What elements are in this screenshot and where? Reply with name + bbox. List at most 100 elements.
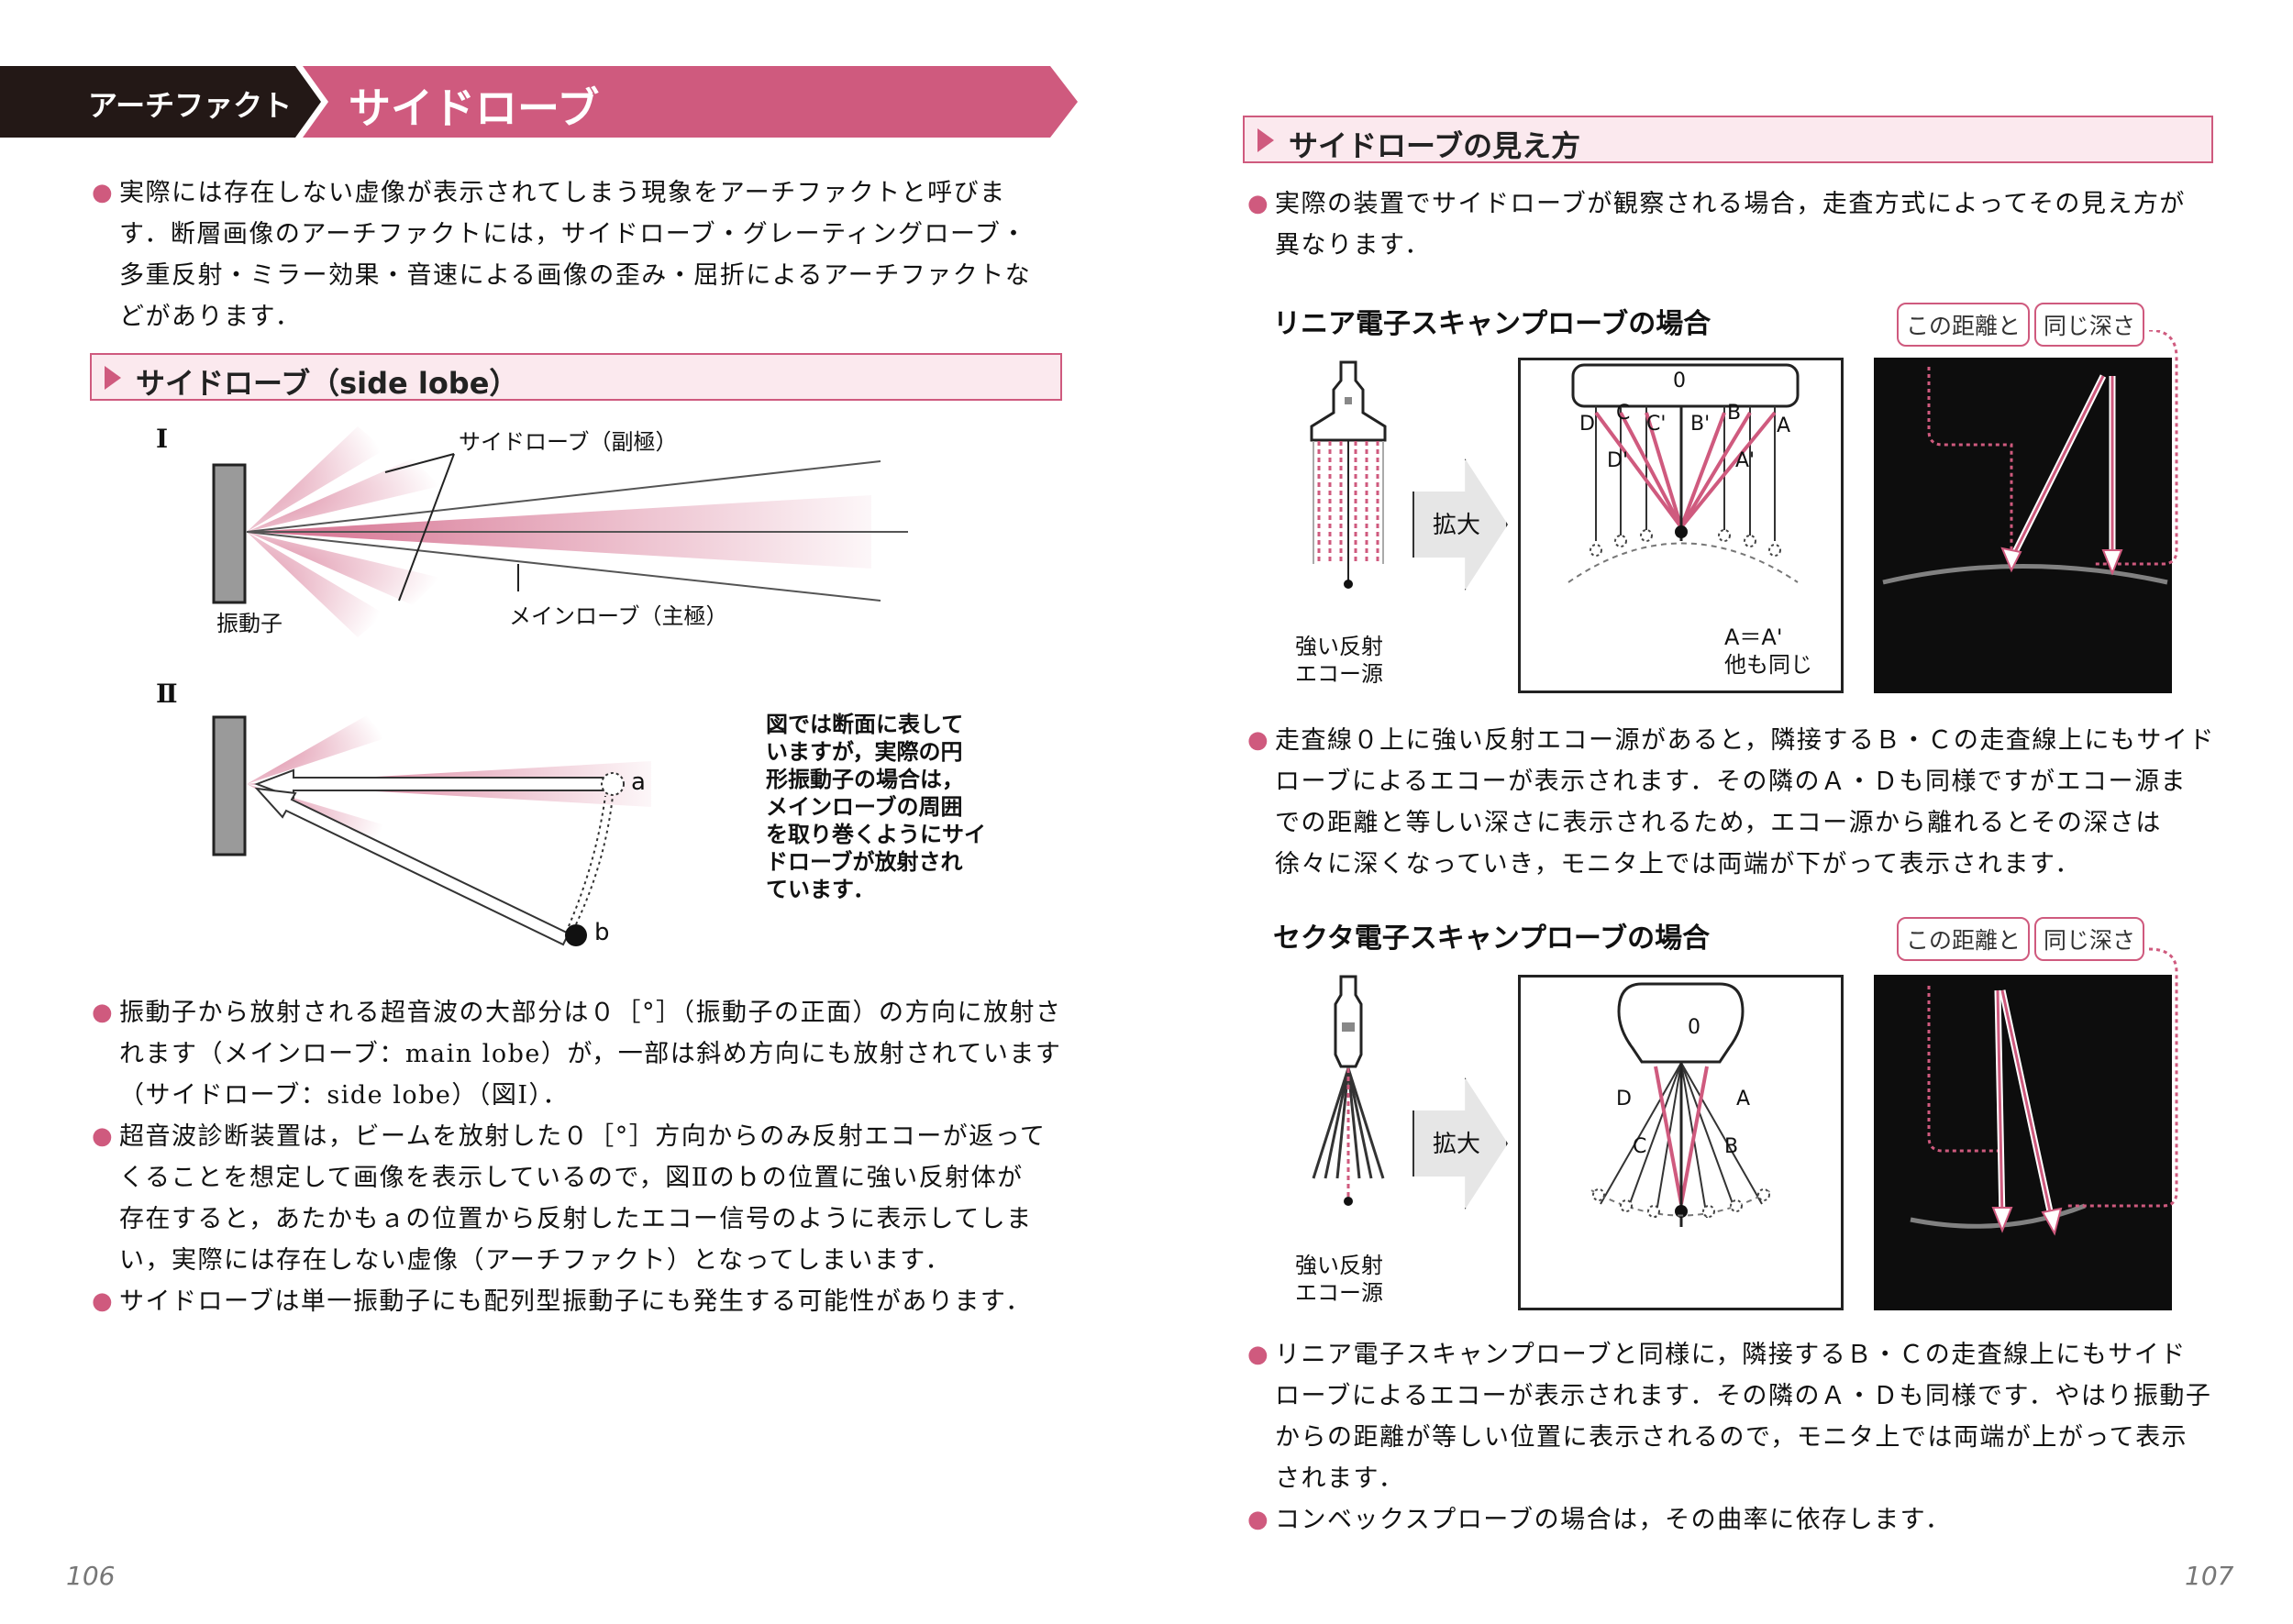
linear-zoom-diagram	[1567, 363, 1800, 583]
label-0-sector: 0	[1688, 1016, 1700, 1039]
play-triangle-icon	[1257, 128, 1274, 152]
text-line: ローブによるエコーが表示されます．その隣のＡ・Ｄも同様ですがエコー源ま	[1275, 768, 2187, 796]
sector-ultrasound-overlay	[1910, 947, 2178, 1236]
echo-arrow-b	[254, 787, 570, 946]
note-line: メインローブの周囲	[766, 794, 963, 820]
bullet-dot: ●	[92, 1287, 115, 1315]
figure-1-diagram	[212, 426, 908, 637]
text-line: くることを想定して画像を表示しているので，図Ⅱのｂの位置に強い反射体が	[119, 1164, 1024, 1192]
sector-zoom-diagram	[1590, 982, 1772, 1227]
bullet-dot: ●	[1247, 726, 1270, 754]
transducer-block	[212, 463, 247, 604]
sector-title: セクタ電子スキャンプローブの場合	[1273, 922, 1711, 955]
label-0: 0	[1673, 370, 1686, 392]
source-line: エコー源	[1295, 661, 1383, 687]
label-C: C	[1616, 402, 1631, 425]
text-line: 徐々に深くなっていき，モニタ上では両端が下がって表示されます．	[1275, 850, 2081, 878]
chapter-category-tab: アーチファクト	[0, 66, 321, 138]
note-line: 他も同じ	[1724, 652, 1812, 678]
label-C-sector: C	[1633, 1135, 1647, 1158]
label-A-sector: A	[1736, 1088, 1751, 1110]
label-a: a	[631, 768, 646, 796]
sector-ultrasound-image	[1874, 975, 2172, 1310]
text-line: 超音波診断装置は，ビームを放射した０［°］方向からのみ反射エコーが返って	[119, 1122, 1047, 1151]
label-b: b	[594, 919, 610, 946]
tag-this-distance: この距離と	[1897, 303, 2031, 347]
section-header-appearance: サイドローブの見え方	[1243, 116, 2213, 163]
chapter-category: アーチファクト	[88, 88, 293, 123]
tag-this-distance-2: この距離と	[1897, 917, 2031, 961]
main-lobe-edge-bottom	[246, 531, 881, 602]
text-line: ローブによるエコーが表示されます．その隣のＡ・Ｄも同様です．やはり振動子	[1275, 1382, 2212, 1410]
linear-title: リニア電子スキャンプローブの場合	[1273, 308, 1711, 340]
text-line: どがあります．	[119, 303, 302, 331]
text-line: からの距離が等しい位置に表示されるので，モニタ上では両端が上がって表示	[1275, 1423, 2188, 1452]
text-line: 振動子から放射される超音波の大部分は０［°］（振動子の正面）の方向に放射さ	[119, 999, 1062, 1027]
side-lobe-upper-1	[247, 458, 440, 532]
text-line: 実際には存在しない虚像が表示されてしまう現象をアーチファクトと呼びま	[119, 179, 1006, 207]
label-Dp: D'	[1607, 449, 1628, 472]
bullet-dot: ●	[1247, 1506, 1270, 1533]
linear-note: A＝A' 他も同じ	[1724, 624, 1812, 679]
bullet-dot: ●	[1247, 190, 1270, 217]
side-lobe-upper-2	[247, 426, 385, 532]
tag-same-depth-2: 同じ深さ	[2034, 917, 2145, 961]
sidelobe-label: サイドローブ（副極）	[459, 429, 678, 455]
label-B-sector: B	[1724, 1135, 1739, 1158]
sector-probe-icon	[1312, 975, 1385, 1208]
dotted-arc	[575, 795, 614, 925]
text-line: れます（メインローブ：main lobe）が，一部は斜め方向にも放射されています	[119, 1040, 1062, 1068]
sector-source-label: 強い反射 エコー源	[1295, 1252, 1383, 1307]
note-line: を取り巻くようにサイ	[766, 822, 986, 847]
transducer-label: 振動子	[216, 611, 282, 636]
section-header-sidelobe: サイドローブ（side lobe）	[90, 353, 1062, 401]
label-Ap: A'	[1735, 449, 1756, 472]
linear-source-label: 強い反射 エコー源	[1295, 633, 1383, 688]
reflector-b	[565, 924, 587, 946]
text-line: リニア電子スキャンプローブと同様に，隣接するＢ・Ｃの走査線上にもサイド	[1275, 1341, 2187, 1369]
note-line: 形振動子の場合は，	[766, 767, 964, 792]
left-bullet-2: ● 超音波診断装置は，ビームを放射した０［°］方向からのみ反射エコーが返って く…	[92, 1116, 1047, 1281]
text-line: す．断層画像のアーチファクトには，サイドローブ・グレーティングローブ・	[119, 220, 1027, 249]
text-line: 存在すると，あたかもａの位置から反射したエコー信号のように表示してしま	[119, 1205, 1033, 1233]
bullet-dot: ●	[92, 1122, 115, 1150]
sector-bullet-2: ● コンベックスプローブの場合は，その曲率に依存します．	[1247, 1499, 1952, 1541]
label-B: B	[1727, 402, 1742, 425]
label-D: D	[1579, 413, 1595, 436]
dotted-arc-2	[568, 795, 606, 927]
text-line: されます．	[1275, 1464, 1405, 1493]
text-line: 異なります．	[1275, 231, 1431, 260]
text-line: コンベックスプローブの場合は，その曲率に依存します．	[1275, 1506, 1952, 1534]
page-number-right: 107	[2185, 1561, 2234, 1591]
label-Cp: C'	[1646, 413, 1667, 436]
text-line: （サイドローブ：side lobe）（図Ⅰ）．	[119, 1081, 570, 1110]
chapter-title: サイドローブ	[349, 83, 600, 133]
label-Bp: B'	[1690, 413, 1711, 436]
linear-ultrasound-overlay	[1882, 330, 2178, 585]
right-intro: ● 実際の装置でサイドローブが観察される場合，走査方式によってその見え方が 異な…	[1247, 183, 2186, 266]
source-line: 強い反射	[1295, 1253, 1383, 1278]
sidelobe-leader-2	[398, 453, 455, 602]
sector-bullet-1: ● リニア電子スキャンプローブと同様に，隣接するＢ・Ｃの走査線上にもサイド ロー…	[1247, 1334, 2212, 1499]
text-line: 走査線０上に強い反射エコー源があると，隣接するＢ・Ｃの走査線上にもサイド	[1275, 726, 2215, 755]
text-line: 実際の装置でサイドローブが観察される場合，走査方式によってその見え方が	[1275, 190, 2186, 218]
note-line: ドローブが放射され	[766, 849, 963, 875]
linear-probe-icon	[1310, 360, 1387, 589]
left-bullet-1: ● 振動子から放射される超音波の大部分は０［°］（振動子の正面）の方向に放射さ …	[92, 992, 1062, 1116]
label-A: A	[1777, 414, 1791, 437]
mainlobe-label: メインローブ（主極）	[509, 603, 728, 629]
source-line: 強い反射	[1295, 634, 1383, 659]
bullet-dot: ●	[92, 999, 115, 1026]
figure-2-diagram	[212, 715, 651, 946]
text-line: い，実際には存在しない虚像（アーチファクト）となってしまいます．	[119, 1246, 952, 1275]
play-triangle-icon	[105, 366, 121, 390]
transducer-block	[212, 715, 247, 856]
chapter-title-banner: サイドローブ	[303, 66, 1078, 138]
section-title: サイドローブの見え方	[1289, 128, 1581, 163]
tag-same-depth: 同じ深さ	[2034, 303, 2145, 347]
note-line: 図では断面に表して	[766, 712, 964, 737]
sidelobe-leader-1	[384, 453, 455, 473]
fig1-roman: Ⅰ	[156, 424, 169, 454]
linear-explanation: ● 走査線０上に強い反射エコー源があると，隣接するＢ・Ｃの走査線上にもサイド ロ…	[1247, 720, 2215, 885]
text-line: 多重反射・ミラー効果・音速による画像の歪み・屈折によるアーチファクトな	[119, 261, 1032, 290]
